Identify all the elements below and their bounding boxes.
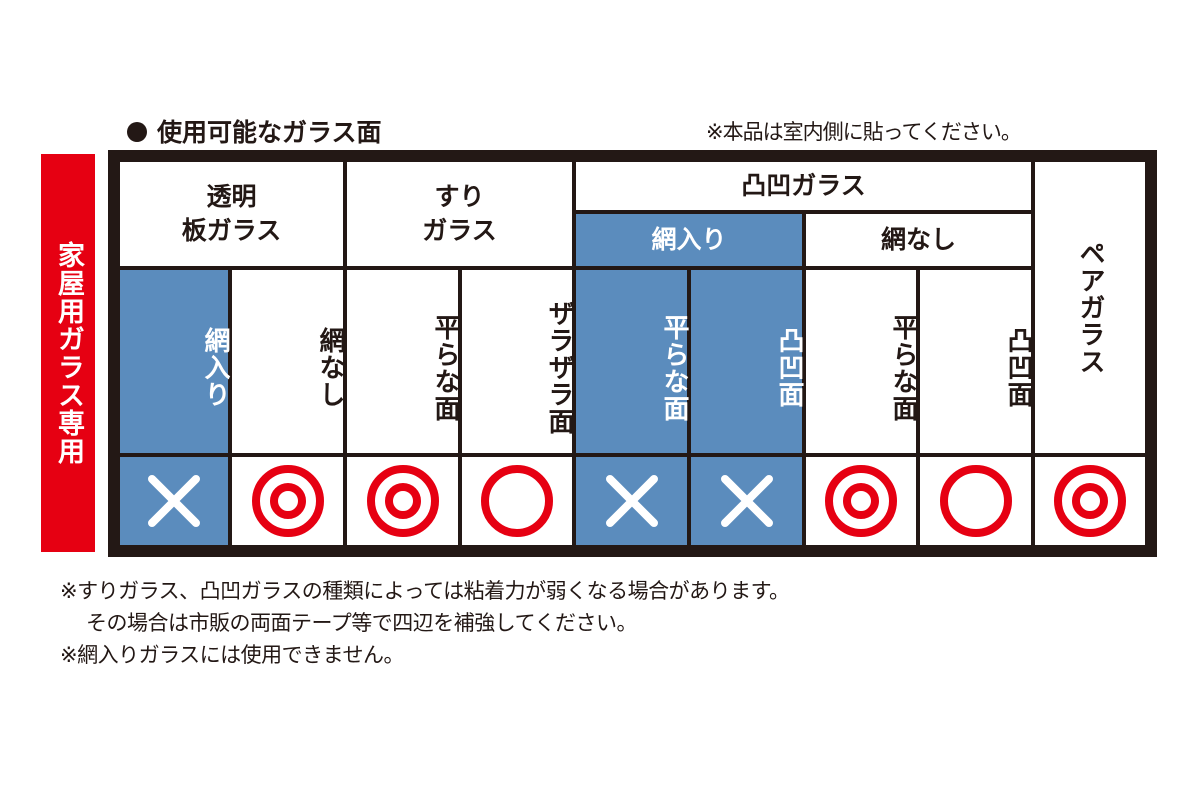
header-text: すり — [434, 182, 485, 211]
col-label-text: 凸凹面 — [1003, 327, 1033, 408]
subheader-patterned-unwired: 網なし — [806, 214, 1031, 266]
result-cell — [691, 457, 802, 545]
header-text: 網なし — [880, 225, 956, 254]
circle-icon — [939, 465, 1012, 537]
col-label-frosted-flat: 平らな面 — [347, 270, 460, 453]
header-text: 網入り — [651, 225, 727, 254]
col-label-text: 凸凹面 — [774, 327, 804, 408]
side-label: 家屋用ガラス専用 — [41, 154, 95, 552]
col-label-patterned-wired-textured: 凸凹面 — [691, 270, 804, 453]
col-label-text: 平らな面 — [888, 313, 918, 422]
col-label-text: 網入り — [200, 327, 230, 408]
col-label-text: 網なし — [315, 327, 345, 408]
footnote: その場合は市販の両面テープ等で四辺を補強してください。 — [86, 611, 637, 635]
header-clear-plate-glass: 透明 板ガラス — [120, 162, 343, 266]
header-text: 透明 — [206, 182, 257, 211]
result-cell — [576, 457, 687, 545]
col-label-clear-wired: 網入り — [120, 270, 230, 453]
bullet-icon — [127, 122, 147, 142]
circle-icon — [481, 465, 553, 537]
result-cell — [120, 457, 228, 545]
result-cell — [347, 457, 458, 545]
header-frosted-glass: すり ガラス — [347, 162, 572, 266]
top-note: ※本品は室内側に貼ってください。 — [706, 120, 1022, 144]
section-title-text: 使用可能なガラス面 — [157, 118, 382, 147]
header-text: 凸凹ガラス — [741, 171, 866, 200]
footnote: ※網入りガラスには使用できません。 — [60, 643, 405, 667]
result-cell — [232, 457, 343, 545]
result-cell — [1035, 457, 1145, 545]
col-label-frosted-rough: ザラザラ面 — [462, 270, 574, 453]
double-circle-icon — [366, 465, 439, 537]
col-label-patterned-wired-flat: 平らな面 — [576, 270, 689, 453]
col-label-clear-unwired: 網なし — [232, 270, 345, 453]
header-patterned-glass: 凸凹ガラス — [576, 162, 1031, 210]
cross-icon — [720, 475, 773, 527]
double-circle-icon — [1054, 465, 1126, 537]
double-circle-icon — [251, 465, 324, 537]
footnotes: ※すりガラス、凸凹ガラスの種類によっては粘着力が弱くなる場合があります。 その場… — [60, 575, 790, 671]
col-label-text: 平らな面 — [659, 313, 689, 422]
header-text: ガラス — [422, 216, 497, 245]
glass-compatibility-table: 透明 板ガラス すり ガラス 凸凹ガラス 網入り 網なし ペアガラス 網入り 網… — [108, 150, 1157, 557]
double-circle-icon — [825, 465, 897, 537]
col-label-patterned-unwired-textured: 凸凹面 — [920, 270, 1033, 453]
footnote: ※すりガラス、凸凹ガラスの種類によっては粘着力が弱くなる場合があります。 — [60, 579, 790, 603]
section-title: 使用可能なガラス面 — [127, 113, 382, 149]
header-pair-glass: ペアガラス — [1035, 162, 1145, 453]
col-label-text: ザラザラ面 — [544, 300, 574, 435]
cross-icon — [605, 475, 658, 527]
result-cell — [920, 457, 1031, 545]
cross-icon — [148, 475, 200, 527]
result-cell — [462, 457, 572, 545]
result-cell — [806, 457, 916, 545]
subheader-patterned-wired: 網入り — [576, 214, 802, 266]
col-label-patterned-unwired-flat: 平らな面 — [806, 270, 918, 453]
header-text: ペアガラス — [1075, 240, 1105, 375]
header-text: 板ガラス — [181, 216, 282, 245]
col-label-text: 平らな面 — [430, 313, 460, 422]
